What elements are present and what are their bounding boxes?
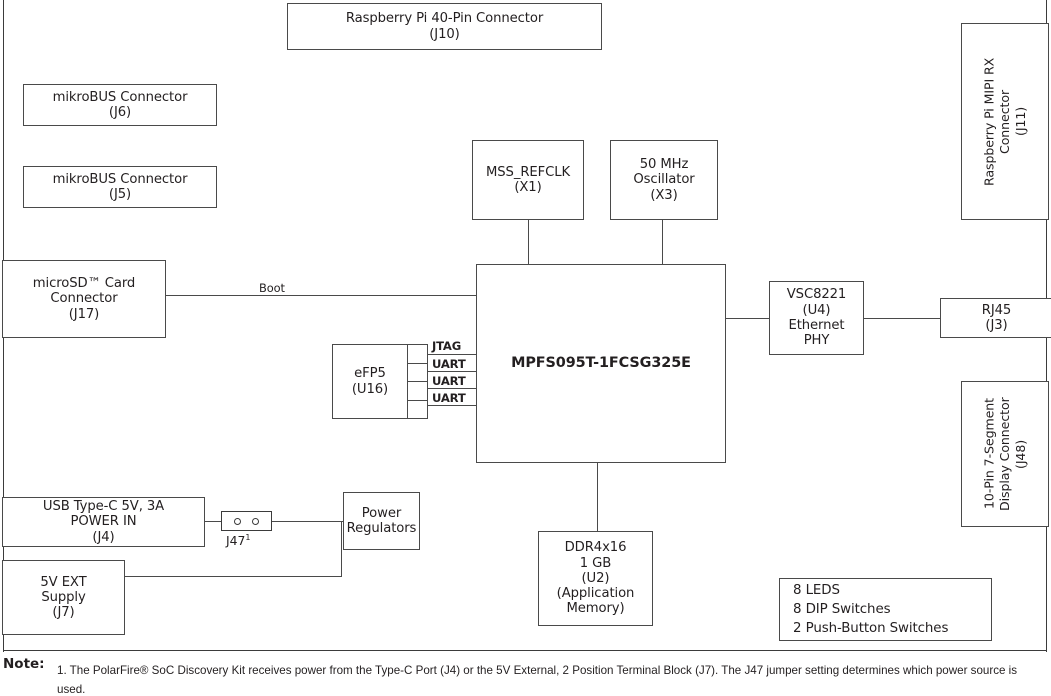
block-mikrobus-connector-j5[interactable]: mikroBUS Connector (J5) <box>23 166 217 208</box>
wire-junction-to-power-regulators <box>341 521 344 523</box>
block-5v-ext-supply[interactable]: 5V EXT Supply (J7) <box>2 560 125 635</box>
wire-uart1-to-soc <box>427 371 476 373</box>
wire-soc-to-ddr4 <box>597 463 599 531</box>
port-label-uart-1: UART <box>432 357 466 371</box>
jumper-pad-2 <box>252 517 260 525</box>
block-50mhz-oscillator[interactable]: 50 MHz Oscillator (X3) <box>610 140 718 220</box>
wire-usbc-to-jumper <box>205 521 221 523</box>
block-7segment-display-connector[interactable]: 10-Pin 7-Segment Display Connector (J48) <box>961 381 1049 527</box>
block-efp5[interactable]: eFP5 (U16) <box>332 344 408 419</box>
efp5-pin-column <box>407 344 428 419</box>
wire-junction-riser <box>341 521 343 577</box>
jumper-j47-label-text: J47 <box>226 533 246 549</box>
jumper-j47[interactable] <box>221 511 272 531</box>
jumper-j47-footnote-marker: 1 <box>245 533 251 542</box>
block-mss-refclk[interactable]: MSS_REFCLK (X1) <box>472 140 584 220</box>
block-ethernet-phy[interactable]: VSC8221 (U4) Ethernet PHY <box>769 281 864 355</box>
wire-uart2-to-soc <box>427 388 476 390</box>
efp5-pin-cell-2 <box>408 364 427 382</box>
block-usb-typec-power-in[interactable]: USB Type-C 5V, 3A POWER IN (J4) <box>2 497 205 547</box>
wire-mssrefclk-to-soc <box>528 220 530 264</box>
note-heading: Note: <box>3 656 45 672</box>
port-label-jtag: JTAG <box>432 339 462 353</box>
wire-uart3-to-soc <box>427 405 476 407</box>
wire-oscillator-to-soc <box>662 220 664 264</box>
wire-label-boot: Boot <box>256 281 288 295</box>
efp5-pin-cell-4 <box>408 401 427 419</box>
block-mikrobus-connector-j6[interactable]: mikroBUS Connector (J6) <box>23 84 217 126</box>
block-raspberry-pi-40pin-connector[interactable]: Raspberry Pi 40-Pin Connector (J10) <box>287 3 602 50</box>
efp5-pin-cell-3 <box>408 382 427 401</box>
efp5-pin-cell-1 <box>408 345 427 364</box>
port-label-uart-2: UART <box>432 374 466 388</box>
wire-jtag-to-soc <box>427 354 476 356</box>
wire-ethernet-phy-to-rj45 <box>864 318 940 320</box>
wire-microsd-to-soc <box>165 295 476 297</box>
wire-soc-to-ethernet-phy <box>726 318 769 320</box>
block-mpfs-soc[interactable]: MPFS095T-1FCSG325E <box>476 264 726 463</box>
block-power-regulators[interactable]: Power Regulators <box>343 492 420 550</box>
jumper-j47-label: J471 <box>226 533 251 548</box>
frame-rail-bottom <box>3 650 1047 652</box>
jumper-pad-1 <box>233 517 241 525</box>
block-raspberry-pi-mipi-rx-connector[interactable]: Raspberry Pi MIPI RX Connector (J11) <box>961 23 1049 220</box>
block-rj45[interactable]: RJ45 (J3) <box>940 298 1051 338</box>
note-text: 1. The PolarFire® SoC Discovery Kit rece… <box>57 664 1018 696</box>
wire-extsupply-to-junction <box>125 576 342 578</box>
block-io-devices[interactable]: 8 LEDS 8 DIP Switches 2 Push-Button Swit… <box>779 578 992 641</box>
wire-jumper-to-junction <box>272 521 342 523</box>
port-label-uart-3: UART <box>432 391 466 405</box>
block-ddr4-memory[interactable]: DDR4x16 1 GB (U2) (Application Memory) <box>538 531 653 626</box>
block-microsd-card-connector[interactable]: microSD™ Card Connector (J17) <box>2 260 166 338</box>
